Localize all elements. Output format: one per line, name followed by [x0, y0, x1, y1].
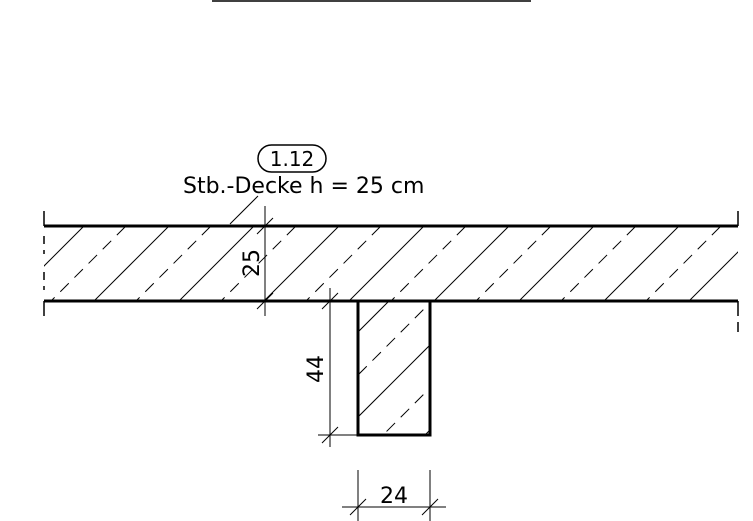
beam-width-dimension: [342, 470, 446, 521]
beam-width-text: 24: [380, 484, 408, 509]
slab-thickness-text: 25: [240, 249, 265, 277]
beam-depth-dimension: [318, 288, 358, 447]
slab-thickness-dimension: [256, 206, 274, 316]
label-tag-text: 1.12: [270, 147, 315, 171]
slab-label: Stb.-Decke h = 25 cm: [183, 174, 424, 199]
label-tag-outline: [257, 144, 327, 173]
label-leader-line: [229, 195, 259, 225]
beam-outline: [356, 299, 432, 437]
beam-hatch: [358, 301, 430, 435]
beam-depth-text: 44: [304, 355, 329, 383]
